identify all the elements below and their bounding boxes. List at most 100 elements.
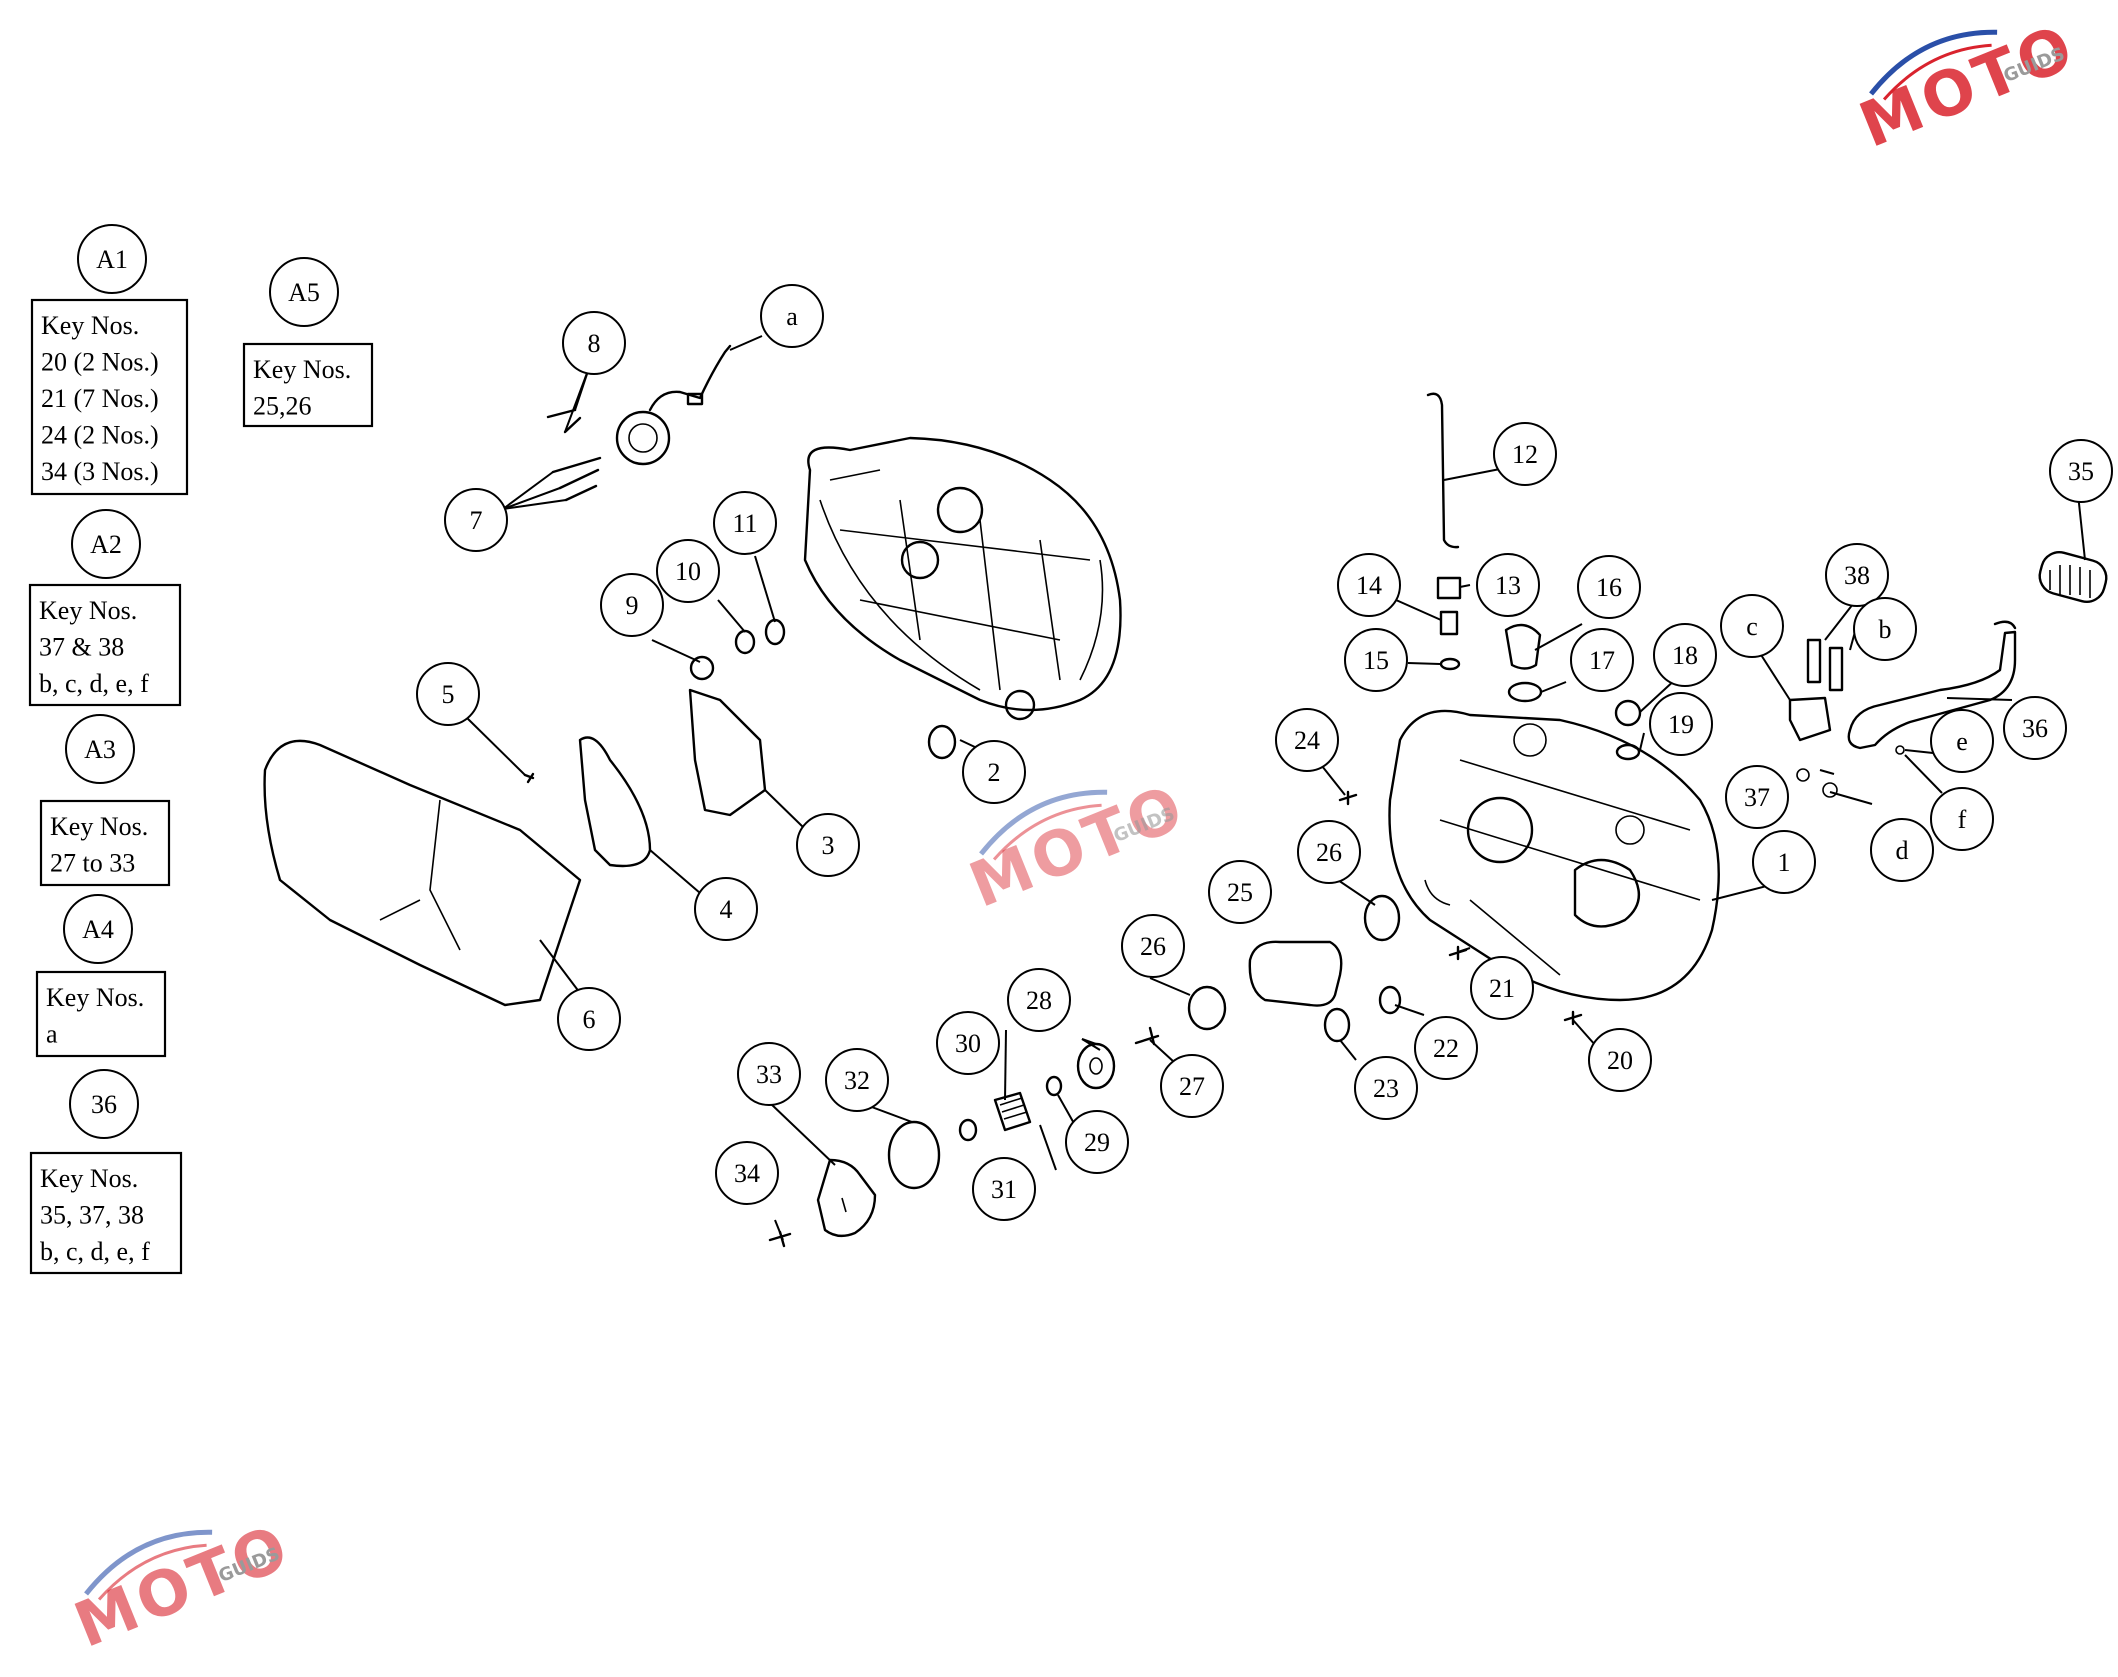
callout-circle xyxy=(562,311,626,375)
callout-4: 4 xyxy=(694,877,758,941)
callout-21: 21 xyxy=(1470,956,1534,1020)
callout-22: 22 xyxy=(1414,1016,1478,1080)
callout-label: 26 xyxy=(1140,932,1166,961)
callout-circle xyxy=(825,1048,889,1112)
key-group-id: A2 xyxy=(90,530,122,559)
callout-circle xyxy=(656,539,720,603)
callout-2: 2 xyxy=(962,740,1026,804)
callout-circle xyxy=(972,1157,1036,1221)
watermark-logo-top-right: MOTO GUIDS xyxy=(1850,10,2086,162)
callout-label: 22 xyxy=(1433,1034,1459,1063)
callout-label: 25 xyxy=(1227,878,1253,907)
callout-circle xyxy=(936,1011,1000,1075)
key-group-id: 36 xyxy=(91,1090,117,1119)
callout-circle xyxy=(737,1042,801,1106)
outer-cover-drawing xyxy=(1388,709,1720,1002)
callout-circle xyxy=(600,573,664,637)
callout-11: 11 xyxy=(713,491,777,555)
callout-27: 27 xyxy=(1160,1054,1224,1118)
callout-circle xyxy=(1275,708,1339,772)
callout-circle xyxy=(1588,1028,1652,1092)
callout-9: 9 xyxy=(600,573,664,637)
callout-8: 8 xyxy=(562,311,626,375)
callout-19: 19 xyxy=(1649,692,1713,756)
callout-circle xyxy=(416,662,480,726)
callout-circle xyxy=(1208,860,1272,924)
callout-circle xyxy=(1930,787,1994,851)
callout-circle xyxy=(444,488,508,552)
callout-circle xyxy=(1577,555,1641,619)
callout-label: 18 xyxy=(1672,641,1698,670)
key-group-id: A4 xyxy=(82,915,114,944)
callout-label: 9 xyxy=(626,591,639,620)
callout-label: 2 xyxy=(988,758,1001,787)
callout-circle xyxy=(1649,692,1713,756)
callout-33: 33 xyxy=(737,1042,801,1106)
key-box xyxy=(35,970,167,1058)
key-line: Key Nos. xyxy=(41,311,139,340)
callout-label: 15 xyxy=(1363,646,1389,675)
callout-1: 1 xyxy=(1752,830,1816,894)
key-line: b, c, d, e, f xyxy=(39,669,149,698)
callout-label: 5 xyxy=(442,680,455,709)
callout-circle xyxy=(760,284,824,348)
callout-label: 17 xyxy=(1589,646,1615,675)
key-line: Key Nos. xyxy=(40,1164,138,1193)
callout-10: 10 xyxy=(656,539,720,603)
callout-35: 35 xyxy=(2049,439,2113,503)
callout-label: 12 xyxy=(1512,440,1538,469)
callout-label: 26 xyxy=(1316,838,1342,867)
callout-20: 20 xyxy=(1588,1028,1652,1092)
callout-b: b xyxy=(1853,597,1917,661)
leader-lines xyxy=(464,335,2086,1241)
key-line: Key Nos. xyxy=(39,596,137,625)
callout-label: 24 xyxy=(1294,726,1320,755)
callout-23: 23 xyxy=(1354,1056,1418,1120)
callout-5: 5 xyxy=(416,662,480,726)
callout-14: 14 xyxy=(1337,553,1401,617)
key-line: 27 to 33 xyxy=(50,849,135,878)
callout-label: 38 xyxy=(1844,561,1870,590)
callout-e: e xyxy=(1930,709,1994,773)
callout-circle xyxy=(557,987,621,1051)
key-line: a xyxy=(46,1020,58,1049)
callout-label: 3 xyxy=(822,831,835,860)
callout-36: 36 xyxy=(2003,696,2067,760)
callout-circle xyxy=(1825,543,1889,607)
callout-32: 32 xyxy=(825,1048,889,1112)
key-line: Key Nos. xyxy=(50,812,148,841)
callout-31: 31 xyxy=(972,1157,1036,1221)
callout-circle xyxy=(694,877,758,941)
callout-18: 18 xyxy=(1653,623,1717,687)
callout-circle xyxy=(1853,597,1917,661)
callout-label: 6 xyxy=(583,1005,596,1034)
key-group-circle xyxy=(65,714,135,784)
callout-circle xyxy=(962,740,1026,804)
callout-label: 19 xyxy=(1668,710,1694,739)
callout-38: 38 xyxy=(1825,543,1889,607)
callout-label: 4 xyxy=(720,895,733,924)
callout-circle xyxy=(1337,553,1401,617)
callout-13: 13 xyxy=(1476,553,1540,617)
callout-12: 12 xyxy=(1493,422,1557,486)
key-line: 37 & 38 xyxy=(39,633,124,662)
key-box xyxy=(39,799,171,887)
callout-circle xyxy=(1725,765,1789,829)
outer-gasket-drawing xyxy=(263,739,582,1007)
key-line: 25,26 xyxy=(253,392,312,421)
callout-label: 1 xyxy=(1778,848,1791,877)
callout-circle xyxy=(1493,422,1557,486)
key-line: 20 (2 Nos.) xyxy=(41,348,159,377)
callout-circle xyxy=(1160,1054,1224,1118)
callout-24: 24 xyxy=(1275,708,1339,772)
callout-circle xyxy=(1570,628,1634,692)
callout-label: 30 xyxy=(955,1029,981,1058)
callout-label: d xyxy=(1896,836,1909,865)
callout-circle xyxy=(1653,623,1717,687)
callout-label: 27 xyxy=(1179,1072,1205,1101)
callout-label: 8 xyxy=(588,329,601,358)
